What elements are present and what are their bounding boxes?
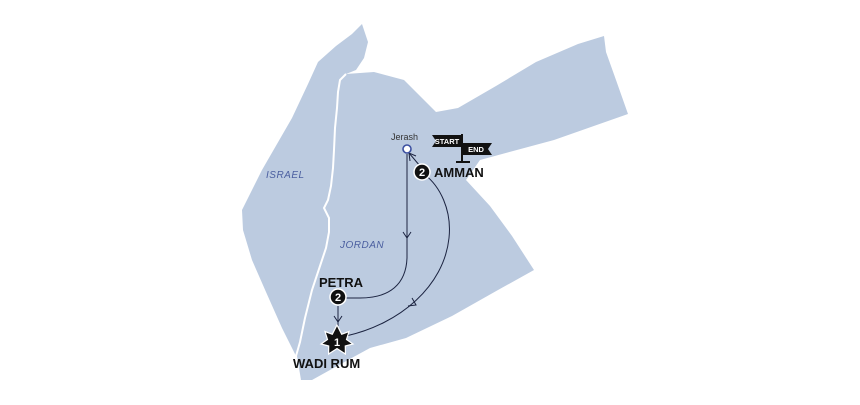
place-label-petra: PETRA [319, 275, 364, 290]
route-jerash-petra [346, 154, 408, 299]
nights-badge-petra: 2 [335, 292, 341, 304]
route-amman-jerash [408, 152, 421, 167]
nights-badge-wadi-rum: 1 [334, 337, 340, 349]
place-label-jerash: Jerash [391, 132, 418, 142]
country-label-israel: ISRAEL [266, 170, 305, 181]
flag-end-label: END [468, 145, 484, 154]
route-arrow-icon [402, 231, 412, 239]
place-label-wadi-rum: WADI RUM [293, 356, 360, 371]
start-end-flag-icon: START END [432, 134, 492, 163]
flag-start-label: START [435, 137, 460, 146]
route-arrow-icon [407, 297, 417, 307]
border-line [294, 73, 347, 381]
stop-marker-petra: 2 [329, 288, 347, 306]
star-icon: 1 [319, 323, 355, 356]
route-arrow-icon [333, 315, 343, 323]
route-wadirum-amman [345, 173, 450, 337]
stop-marker-amman: 2 [413, 163, 431, 181]
country-label-jordan: JORDAN [339, 240, 384, 251]
jordan-region [296, 36, 628, 380]
nights-badge-amman: 2 [419, 167, 425, 179]
open-circle-icon [402, 144, 412, 154]
place-label-amman: AMMAN [434, 165, 484, 180]
